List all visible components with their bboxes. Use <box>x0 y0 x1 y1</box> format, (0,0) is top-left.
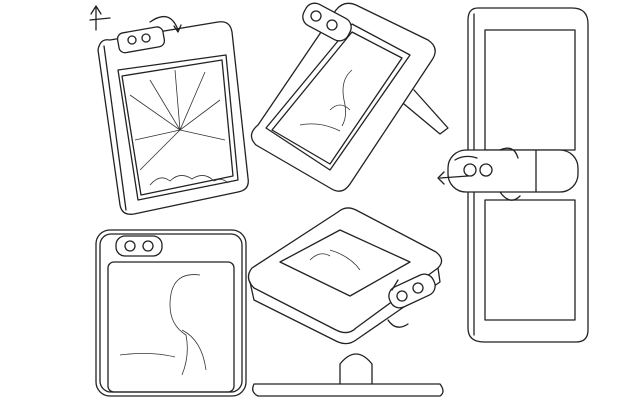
figure-tall-phone-hinge <box>437 7 589 343</box>
camera-module <box>116 26 166 54</box>
figure-tilted-square-phone <box>250 2 449 192</box>
rotation-arrows-icon <box>89 5 182 33</box>
figure-side-view <box>252 353 444 397</box>
figure-folded-phone <box>247 207 443 345</box>
sun-rays <box>129 69 229 186</box>
figure-front-phone <box>95 229 247 397</box>
rotation-arrows-icon <box>437 147 521 201</box>
figure-tilted-phone-sun <box>89 5 249 215</box>
